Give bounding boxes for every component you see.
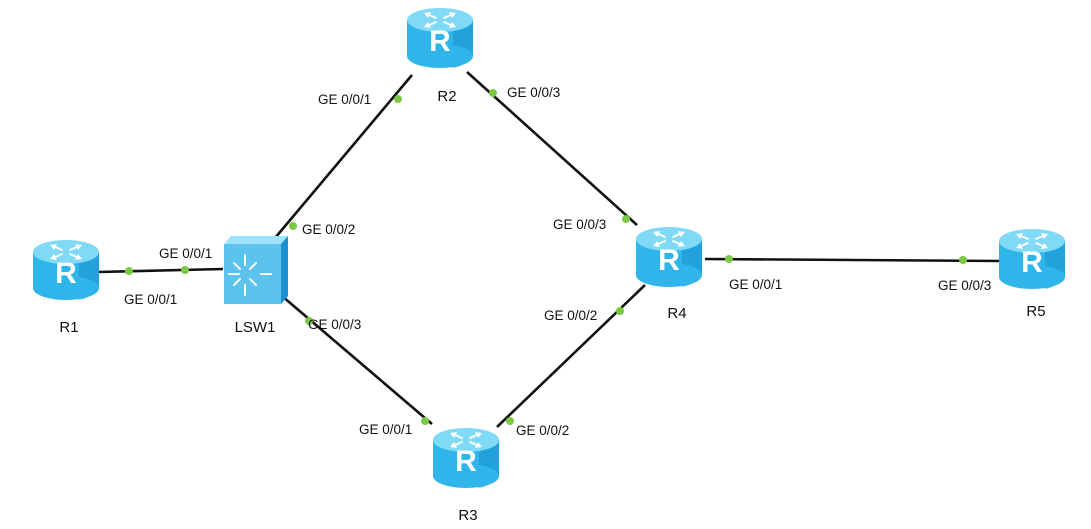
router-icon xyxy=(432,427,500,489)
port-dot-r4-ge002 xyxy=(616,307,624,315)
port-dot-r4-ge001 xyxy=(725,255,733,263)
device-r1[interactable]: R1 xyxy=(32,239,100,336)
port-dot-r3-ge001 xyxy=(421,417,429,425)
device-r5[interactable]: R5 xyxy=(998,228,1066,320)
device-label-r2: R2 xyxy=(437,88,456,105)
port-dot-r3-ge002 xyxy=(506,417,514,425)
link-lsw1-r3 xyxy=(281,295,433,425)
link-r1-lsw1 xyxy=(97,267,224,274)
device-r2[interactable]: R2 xyxy=(406,7,474,105)
port-dot-r4-ge003 xyxy=(622,215,630,223)
port-label-r2-ge003: GE 0/0/3 xyxy=(507,85,560,100)
port-label-lsw1-ge003: GE 0/0/3 xyxy=(308,317,361,332)
port-label-r4-ge003: GE 0/0/3 xyxy=(553,217,606,232)
port-dot-r2-ge001 xyxy=(394,95,402,103)
switch-icon xyxy=(223,235,289,305)
port-dot-lsw1-ge002 xyxy=(289,222,297,230)
link-r3-r4 xyxy=(496,284,646,428)
device-label-lsw1: LSW1 xyxy=(235,319,276,336)
port-dot-lsw1-ge003 xyxy=(305,317,313,325)
link-lsw1-r2 xyxy=(274,74,413,239)
port-label-r1-ge001: GE 0/0/1 xyxy=(124,292,177,307)
port-label-lsw1-ge002: GE 0/0/2 xyxy=(302,222,355,237)
router-icon xyxy=(406,7,474,69)
port-dot-lsw1-ge001 xyxy=(181,266,189,274)
router-icon xyxy=(32,239,100,301)
router-icon xyxy=(998,228,1066,290)
link-r4-r5 xyxy=(704,257,1001,263)
port-label-r4-ge002: GE 0/0/2 xyxy=(544,308,597,323)
port-label-r4-ge001: GE 0/0/1 xyxy=(729,277,782,292)
port-label-lsw1-ge001: GE 0/0/1 xyxy=(159,246,212,261)
port-label-r5-ge003: GE 0/0/3 xyxy=(938,278,991,293)
device-r3[interactable]: R3 xyxy=(432,427,500,524)
port-label-r2-ge001: GE 0/0/1 xyxy=(318,92,371,107)
device-label-r1: R1 xyxy=(59,319,78,336)
device-r4[interactable]: R4 xyxy=(635,226,703,322)
port-label-r3-ge002: GE 0/0/2 xyxy=(516,423,569,438)
device-label-r3: R3 xyxy=(458,507,477,524)
device-lsw1[interactable]: LSW1 xyxy=(223,235,289,336)
device-label-r5: R5 xyxy=(1026,303,1045,320)
port-dot-r2-ge003 xyxy=(489,89,497,97)
port-dot-r5-ge003 xyxy=(959,256,967,264)
link-r2-r4 xyxy=(466,71,638,226)
port-dot-r1-ge001 xyxy=(125,267,133,275)
router-icon xyxy=(635,226,703,288)
device-label-r4: R4 xyxy=(667,305,686,322)
port-label-r3-ge001: GE 0/0/1 xyxy=(359,422,412,437)
